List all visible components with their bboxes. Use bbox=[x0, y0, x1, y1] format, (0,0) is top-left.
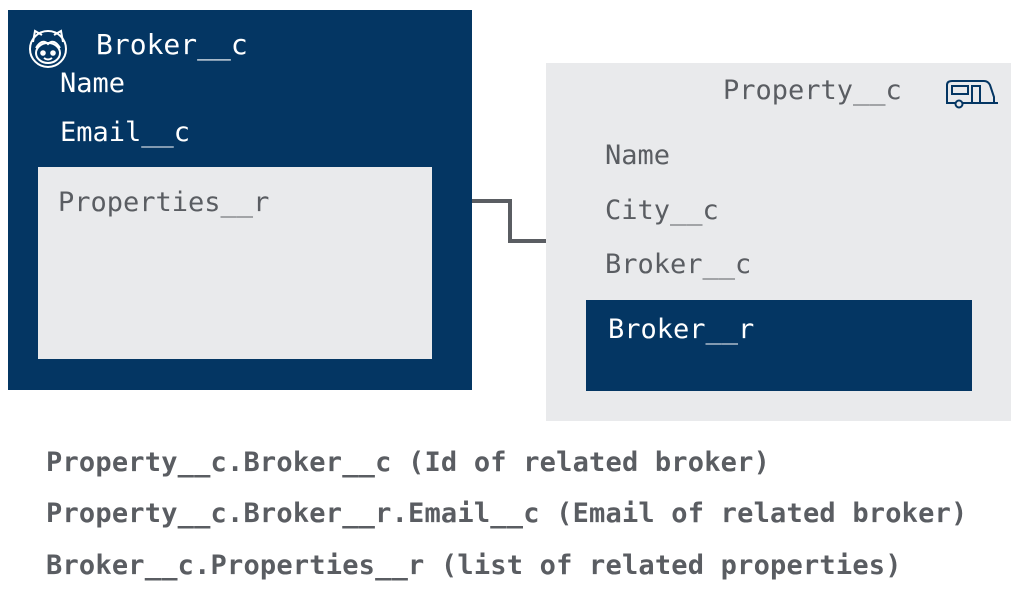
broker-field-name: Name bbox=[60, 68, 126, 99]
property-field-name: Name bbox=[605, 140, 671, 171]
note-broker-email: Property__c.Broker__r.Email__c (Email of… bbox=[46, 498, 968, 529]
broker-relationship-label: Properties__r bbox=[58, 187, 270, 218]
property-field-broker: Broker__c bbox=[605, 249, 752, 280]
broker-object-box: Broker__c Name Email__c Properties__r bbox=[8, 10, 472, 390]
note-properties-list: Broker__c.Properties__r (list of related… bbox=[46, 550, 902, 581]
astro-mascot-icon bbox=[26, 26, 70, 70]
property-object-box: Property__c Name City__c Broker__c Broke… bbox=[546, 63, 1011, 421]
broker-object-title: Broker__c bbox=[96, 28, 248, 61]
property-field-city: City__c bbox=[605, 195, 719, 226]
broker-field-email: Email__c bbox=[60, 117, 191, 148]
property-relationship-panel: Broker__r bbox=[586, 300, 972, 391]
relationship-connector bbox=[472, 199, 548, 243]
broker-relationship-panel: Properties__r bbox=[38, 167, 432, 359]
property-relationship-label: Broker__r bbox=[608, 314, 755, 345]
note-broker-id: Property__c.Broker__c (Id of related bro… bbox=[46, 447, 771, 478]
property-object-title: Property__c bbox=[723, 75, 902, 106]
camper-trailer-icon bbox=[944, 79, 998, 109]
